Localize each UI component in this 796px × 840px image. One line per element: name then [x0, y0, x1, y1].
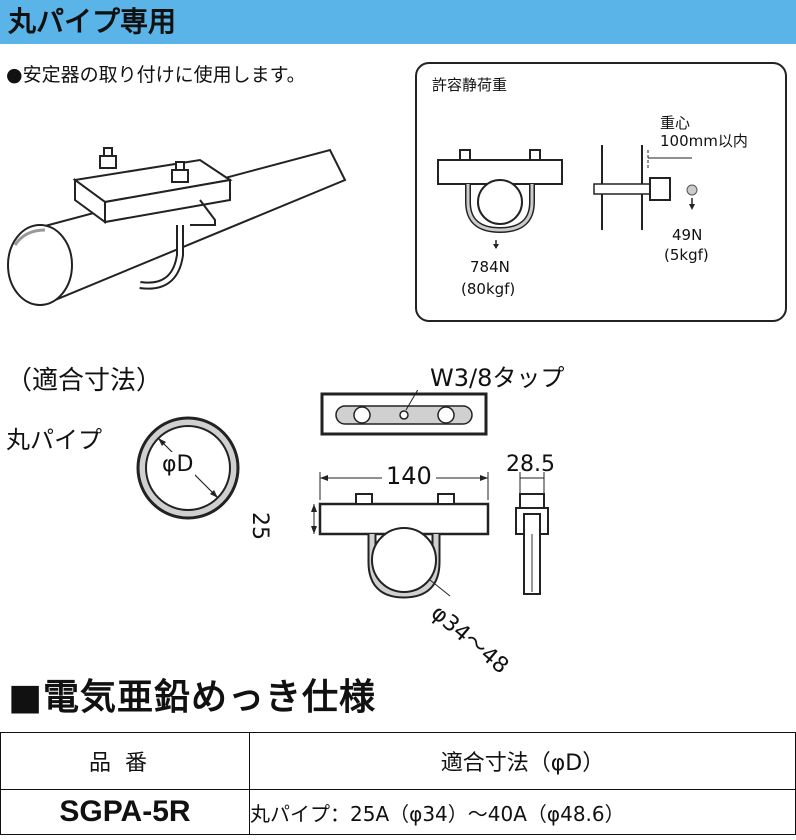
allowable-load-title: 許容静荷重 — [432, 76, 508, 94]
side-load-kgf: (5kgf) — [664, 246, 709, 264]
depth-dimension: 28.5 — [506, 452, 555, 477]
spec-header-row: 品番 適合寸法（φD） — [0, 732, 796, 790]
product-illustration — [7, 147, 347, 306]
center-of-gravity-label: 重心 — [660, 114, 691, 132]
part-number-header: 品番 — [0, 732, 250, 790]
table-row: SGPA-5R 丸パイプ：25A（φ34）～40A（φ48.6） — [0, 789, 796, 835]
vertical-load-value: 784N — [470, 258, 510, 276]
fit-dimension-title: （適合寸法） — [6, 366, 163, 396]
spec-table: 品番 適合寸法（φD） SGPA-5R 丸パイプ：25A（φ34）～40A（φ4… — [0, 732, 796, 835]
header-bar — [0, 0, 796, 44]
fit-size-cell: 丸パイプ：25A（φ34）～40A（φ48.6） — [249, 789, 796, 835]
diameter-symbol: φD — [160, 452, 196, 477]
center-distance-value: 100mm以内 — [660, 132, 748, 150]
fit-size-header: 適合寸法（φD） — [249, 732, 796, 790]
part-number-cell: SGPA-5R — [0, 789, 250, 835]
vertical-load-kgf: (80kgf) — [461, 280, 516, 298]
width-dimension: 140 — [382, 462, 436, 490]
allowable-load-box — [415, 62, 787, 322]
description-text: ●安定器の取り付けに使用します。 — [6, 64, 306, 86]
tap-label: W3/8タップ — [430, 364, 565, 392]
side-load-value: 49N — [672, 226, 703, 244]
load-front-diagram — [437, 149, 563, 249]
spec-title: ■電気亜鉛めっき仕様 — [8, 677, 377, 718]
page-title: 丸パイプ専用 — [8, 5, 177, 38]
top-view-diagram — [320, 390, 488, 436]
height-dimension: 25 — [247, 512, 272, 540]
load-side-diagram — [593, 145, 698, 230]
front-view-diagram — [311, 472, 549, 599]
round-pipe-label: 丸パイプ — [6, 426, 102, 454]
